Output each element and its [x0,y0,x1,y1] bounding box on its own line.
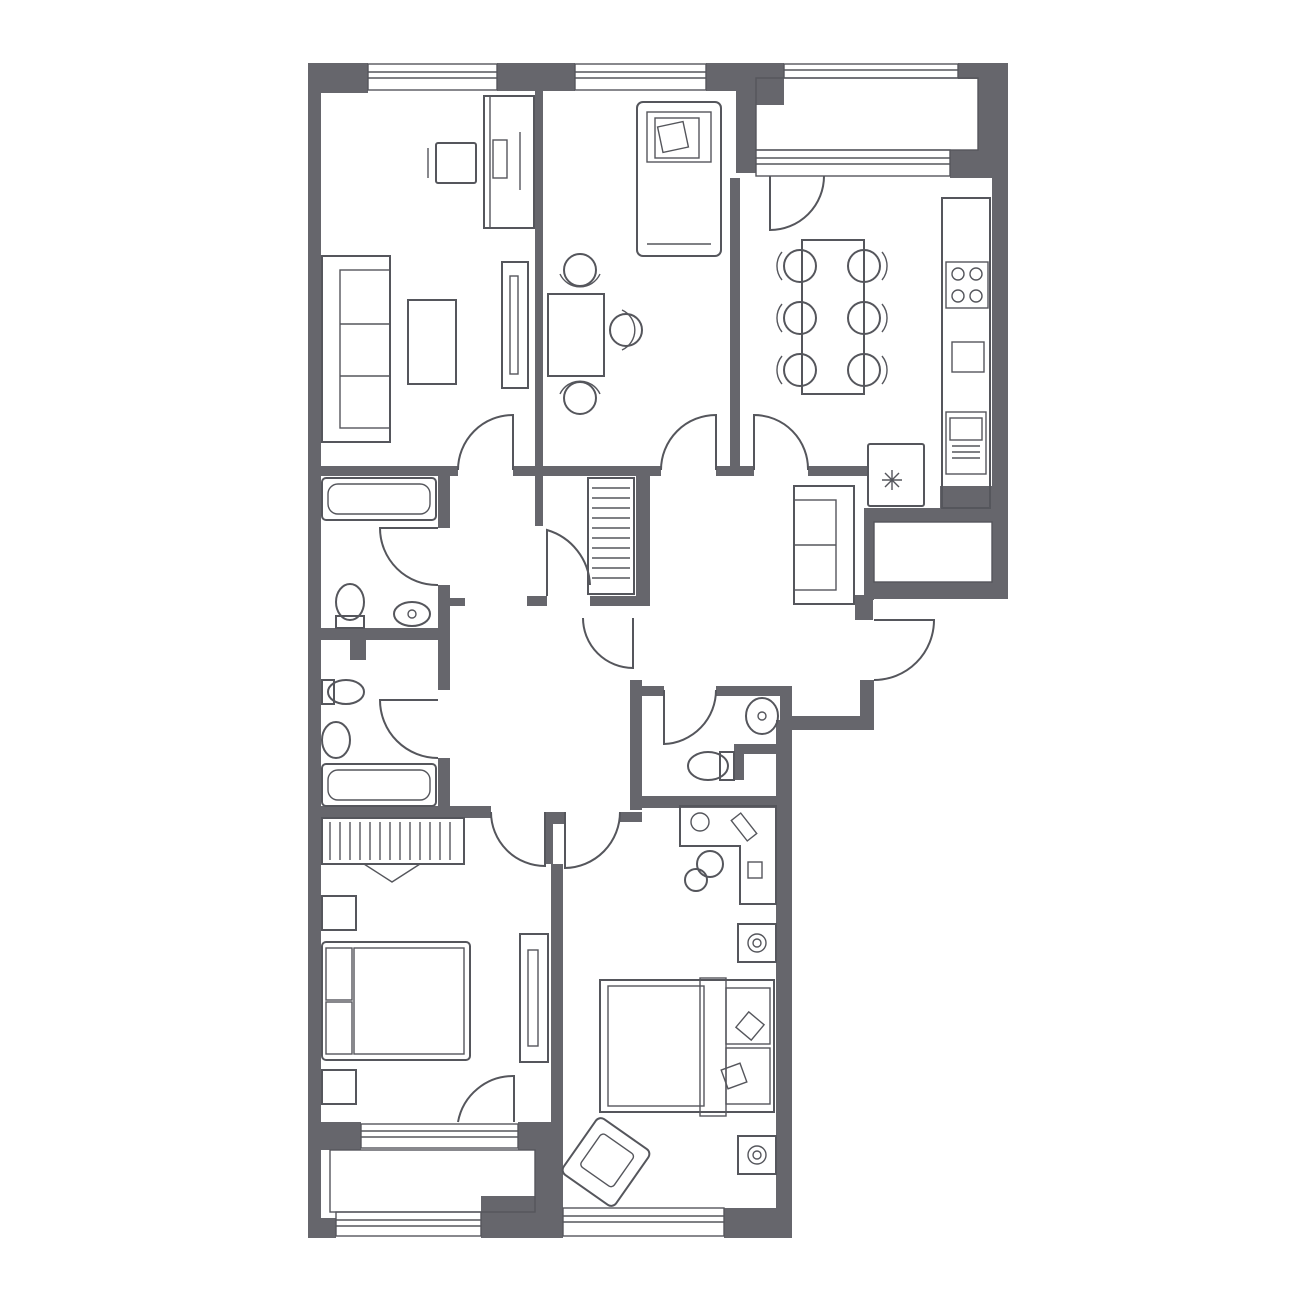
hallway-sofa [793,485,855,605]
study [547,101,722,415]
doors [378,175,936,1123]
wc [687,697,779,781]
loggia-top [873,521,993,583]
bedroom-2 [561,805,777,1207]
windows [329,63,979,1237]
bedroom-1 [321,817,549,1105]
bathroom-1 [321,477,437,629]
bathroom-2 [321,679,437,807]
walls [308,63,1008,1238]
wardrobe-1 [587,477,635,595]
living-room [321,95,535,443]
kitchen-dining [776,197,991,509]
